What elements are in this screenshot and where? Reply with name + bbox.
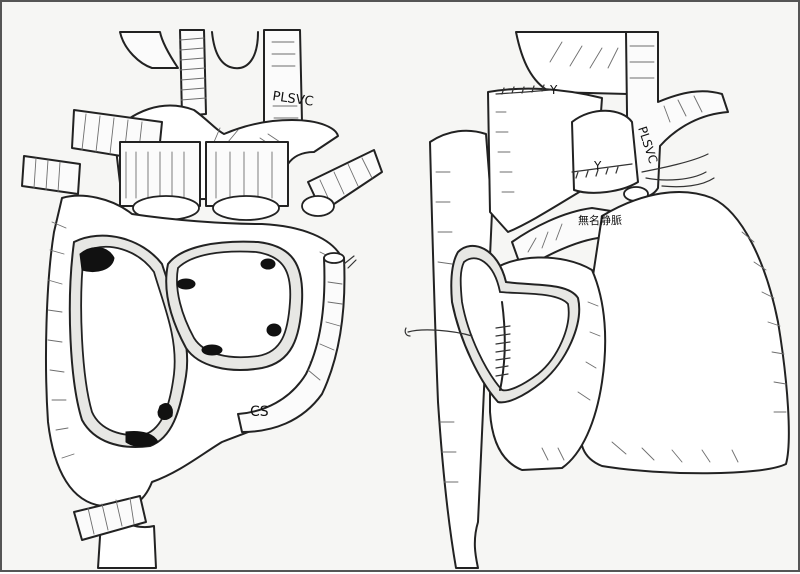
left-top-vessel-stump — [120, 32, 178, 68]
right-heart — [581, 192, 789, 473]
cs-suture — [344, 256, 356, 268]
ostium-small-4 — [202, 345, 222, 355]
left-plsvc-vessel — [264, 30, 302, 131]
right-y-label-mid: Y — [593, 159, 602, 173]
ostium-small-3 — [267, 324, 281, 336]
left-lateral-stump — [22, 156, 80, 194]
right-y-junction — [572, 111, 638, 193]
right-panel: Y Y PLSVC 無名静脈 — [405, 32, 789, 568]
ostium-small-1 — [177, 279, 195, 289]
right-plsvc-vessel — [626, 32, 728, 197]
left-aorta-trunk — [180, 30, 206, 116]
left-right-branch-lumen — [302, 196, 334, 216]
right-y-label-top: Y — [549, 83, 558, 97]
right-upper-structure — [516, 32, 636, 94]
left-coronary-sinus-lumen — [324, 253, 344, 263]
left-cs-label: CS — [250, 404, 269, 420]
left-panel: PLSVC CS — [22, 30, 382, 568]
left-top-outline — [212, 32, 258, 68]
ostium-lower-right — [158, 404, 172, 420]
right-innominate-label: 無名静脈 — [578, 213, 622, 227]
ostium-small-2 — [261, 259, 275, 269]
left-cut-vessel-2-lumen — [213, 196, 279, 220]
